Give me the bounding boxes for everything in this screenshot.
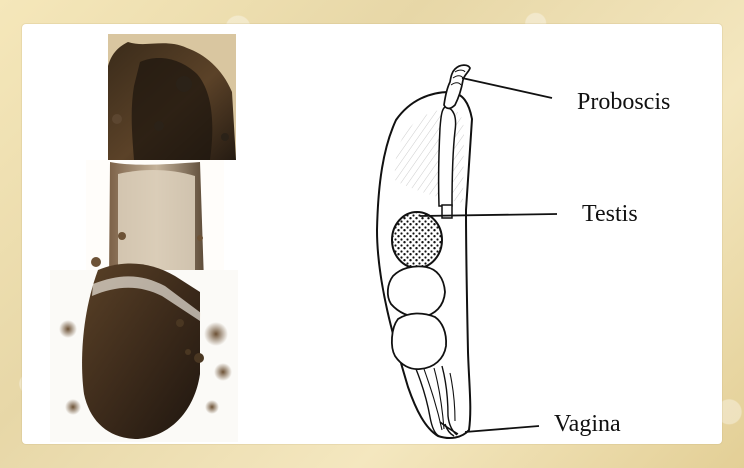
label-vagina: Vagina [554,412,621,436]
label-testis: Testis [582,202,638,226]
leader-lines [22,24,722,444]
label-proboscis: Proboscis [577,90,670,114]
content-panel: Proboscis Testis Vagina [22,24,722,444]
